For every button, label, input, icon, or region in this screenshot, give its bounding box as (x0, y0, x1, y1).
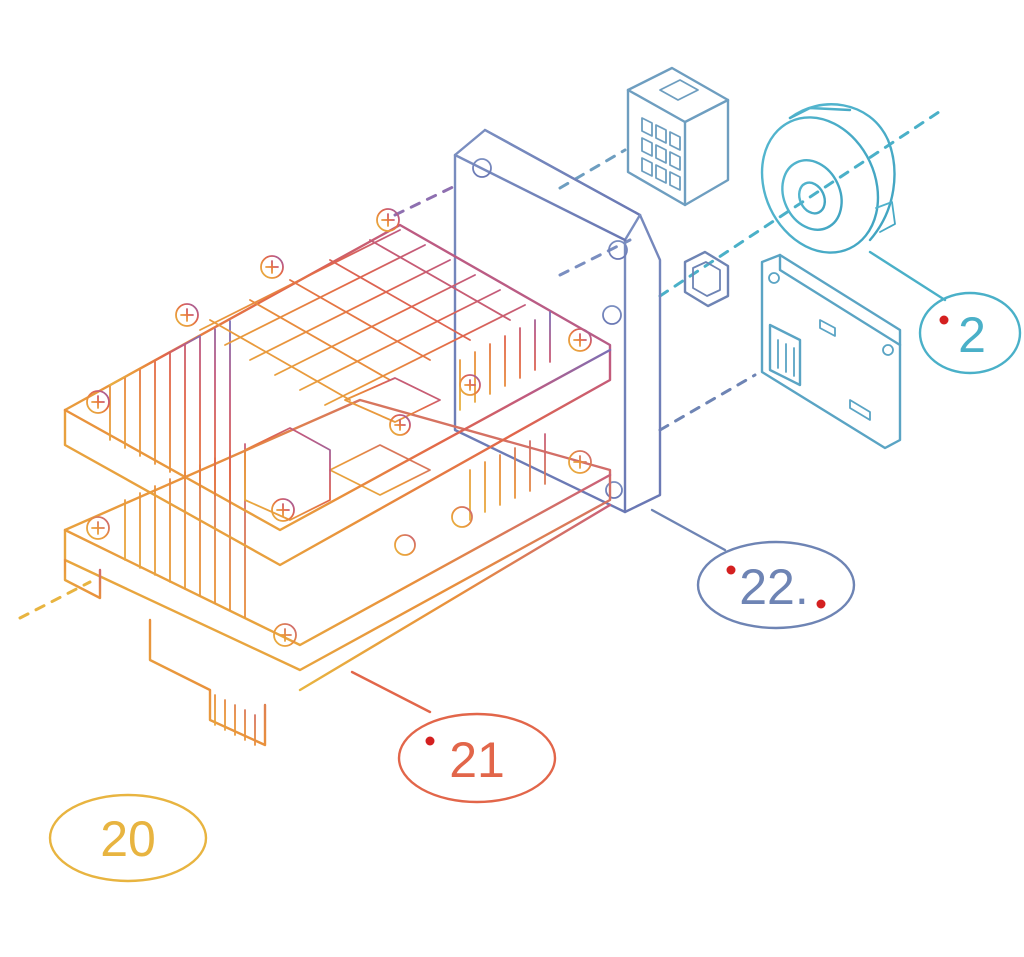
marker-dot (425, 736, 435, 746)
callout-2-label: 2 (958, 307, 986, 363)
axis-line-connector (558, 148, 627, 190)
upper-fins-grid (199, 229, 526, 406)
center-boss (244, 427, 331, 521)
motor-cap (760, 103, 896, 254)
callout-20-label: 20 (100, 811, 156, 867)
pcb-board (760, 253, 902, 450)
leader-lines (350, 250, 947, 714)
callout-21-label: 21 (449, 732, 505, 788)
callout-20: 20 (48, 793, 208, 883)
axis-line-top (393, 184, 457, 217)
leader-22 (650, 508, 727, 552)
lower-heatsink-module (63, 398, 612, 747)
upper-heatsink-module (63, 208, 612, 567)
marker-dot (726, 565, 736, 575)
axis-line-board (558, 238, 632, 277)
assembly-axis-lines (18, 106, 947, 620)
lower-fins (124, 433, 546, 618)
callout-2: 2 (918, 291, 1022, 375)
axis-line-left (18, 580, 92, 620)
upper-fins-left (109, 320, 231, 505)
connector-housing (626, 66, 730, 207)
gasket-ring (683, 250, 730, 308)
axis-line-bottom (658, 373, 757, 432)
marker-dot (939, 315, 949, 325)
callout-21: 21 (397, 712, 557, 804)
pin-header (214, 694, 256, 746)
callout-22: 22. (696, 540, 856, 630)
axis-line-motor (658, 106, 947, 298)
leader-2 (868, 250, 947, 302)
callout-22-label: 22. (739, 559, 809, 615)
marker-dot (816, 599, 826, 609)
leader-21 (350, 670, 432, 714)
mounting-plate (453, 128, 662, 514)
